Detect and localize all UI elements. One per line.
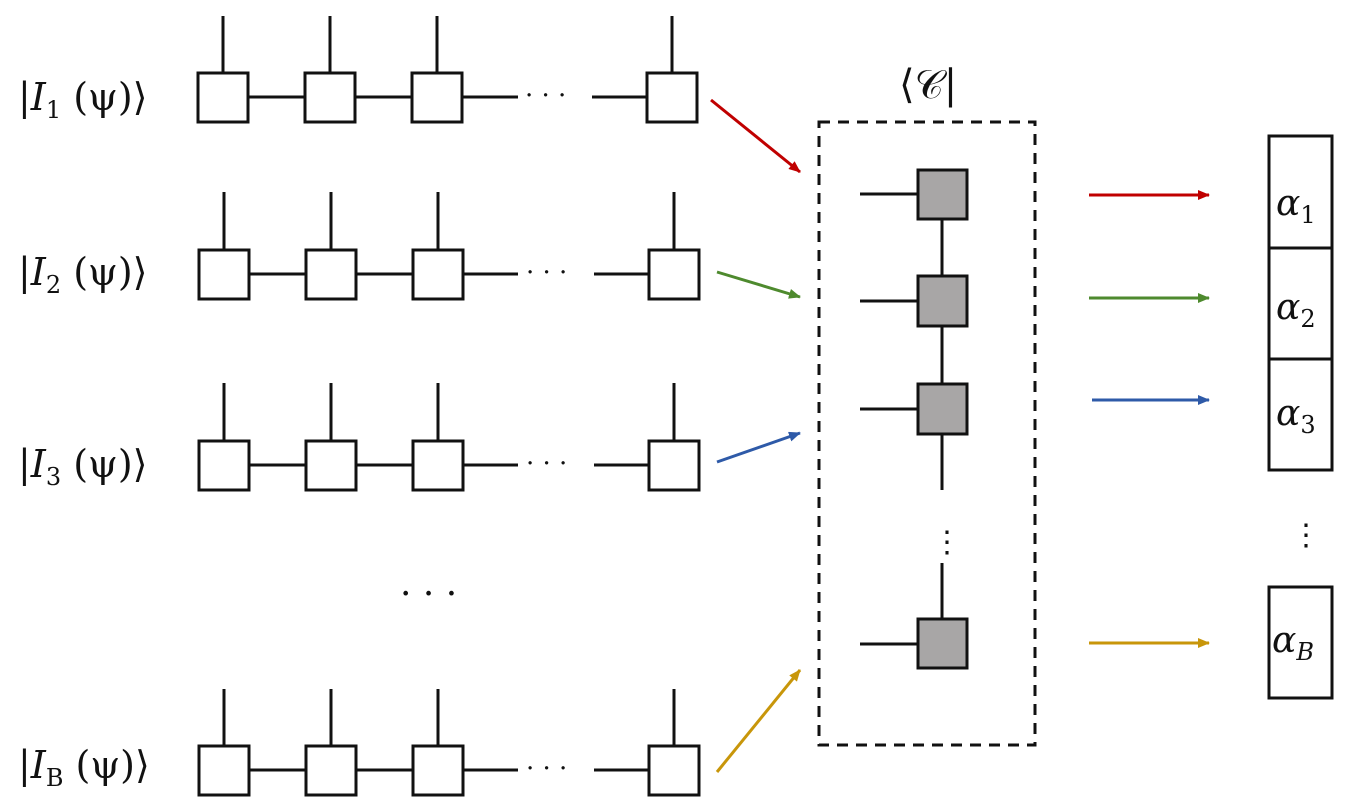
rows-ellipsis: · · ·: [400, 574, 457, 615]
mps-row-2: |I2 (ψ)⟩ · · ·: [18, 192, 801, 301]
alpha-label-b: αB: [1272, 620, 1314, 666]
classifier-chain: [860, 168, 969, 670]
ket-label-1: |I1 (ψ)⟩: [18, 75, 147, 124]
alpha-label-1: α1: [1276, 183, 1316, 229]
chain-ellipsis-b: · · ·: [526, 754, 567, 784]
alpha-box-2: [1267, 246, 1334, 361]
chain-ellipsis-1: · · ·: [525, 81, 566, 111]
ket-label-2: |I2 (ψ)⟩: [18, 250, 147, 299]
alpha-label-2: α2: [1276, 287, 1316, 333]
mps-chain-3: [197, 383, 701, 492]
input-arrow-1: [710, 98, 801, 174]
chain-ellipsis-3: · · ·: [526, 449, 567, 479]
alpha-box-1: [1267, 134, 1334, 250]
ket-label-3: |I3 (ψ)⟩: [18, 442, 147, 491]
input-arrow-2: [716, 270, 801, 299]
mps-chain-b: [197, 689, 701, 797]
chain-ellipsis-2: · · ·: [526, 258, 567, 288]
mps-row-b: |IB (ψ)⟩ · · ·: [18, 669, 802, 797]
mps-row-3: |I3 (ψ)⟩ · · ·: [18, 383, 801, 492]
alpha-ellipsis: ⋮: [1291, 518, 1321, 553]
alpha-label-3: α3: [1276, 393, 1316, 439]
input-arrow-b: [715, 669, 802, 773]
alpha-box-3: [1267, 357, 1334, 472]
classifier-ellipsis: ⋮: [932, 525, 962, 560]
mps-chain-2: [197, 192, 701, 301]
input-arrow-3: [716, 431, 801, 464]
ket-label-b: |IB (ψ)⟩: [18, 743, 150, 792]
bra-label: ⟨𝒞|: [899, 62, 957, 108]
mps-row-1: |I1 (ψ)⟩ · · ·: [18, 16, 801, 174]
alpha-box-b: [1267, 585, 1334, 700]
mps-chain-1: [196, 16, 699, 124]
